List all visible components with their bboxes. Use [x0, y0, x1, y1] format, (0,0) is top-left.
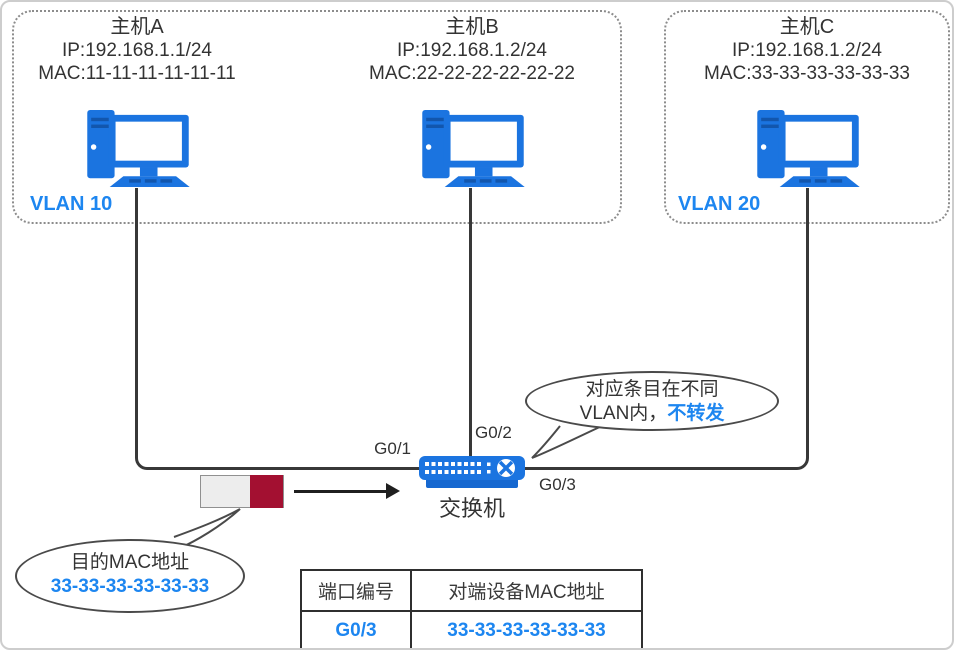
mac-table-cell-mac: 33-33-33-33-33-33	[410, 610, 643, 648]
vlan20-label: VLAN 20	[678, 193, 761, 215]
switch-icon	[419, 456, 525, 488]
hostA-mac: MAC:11-11-11-11-11-11	[38, 63, 236, 84]
hostB-name: 主机B	[445, 16, 499, 38]
switch-label: 交换机	[438, 496, 505, 521]
no-forward-highlight: 不转发	[667, 403, 725, 424]
port-label-g02: G0/2	[475, 423, 512, 442]
callout-dest-mac: 目的MAC地址 33-33-33-33-33-33	[15, 539, 245, 613]
hostC-ip: IP:192.168.1.2/24	[731, 40, 882, 61]
computer-icon	[757, 109, 860, 188]
link-hostA-switch	[135, 188, 422, 470]
frame-direction-arrow	[294, 490, 387, 493]
mac-table-cell-port: G0/3	[300, 610, 412, 648]
hostC-mac: MAC:33-33-33-33-33-33	[704, 63, 910, 84]
ethernet-frame	[200, 475, 284, 508]
callout-tail	[531, 424, 605, 459]
vlan10-label: VLAN 10	[30, 193, 113, 215]
frame-direction-arrowhead	[386, 483, 400, 499]
callout-no-forward-line1: 对应条目在不同	[585, 379, 719, 400]
mac-table-header-port: 端口编号	[300, 569, 412, 612]
hostA-ip: IP:192.168.1.1/24	[61, 40, 212, 61]
hostC-info: 主机C IP:192.168.1.2/24 MAC:33-33-33-33-33…	[667, 16, 947, 85]
hostA-info: 主机A IP:192.168.1.1/24 MAC:11-11-11-11-11…	[2, 16, 277, 85]
mac-table-header-mac: 对端设备MAC地址	[410, 569, 643, 612]
link-hostC-switch	[522, 188, 809, 470]
mac-table-row: G0/3 33-33-33-33-33-33	[300, 610, 643, 648]
port-label-g03: G0/3	[539, 475, 576, 494]
mac-address-table: 端口编号 对端设备MAC地址 G0/3 33-33-33-33-33-33	[300, 569, 643, 648]
hostA-name: 主机A	[110, 16, 164, 38]
computer-icon	[87, 109, 190, 188]
hostB-ip: IP:192.168.1.2/24	[396, 40, 547, 61]
callout-no-forward-line2: VLAN内，不转发	[579, 403, 725, 424]
mac-table-header-row: 端口编号 对端设备MAC地址	[300, 569, 643, 612]
computer-icon	[422, 109, 525, 188]
link-hostB-switch	[469, 188, 472, 458]
callout-dest-mac-value: 33-33-33-33-33-33	[50, 576, 210, 597]
callout-tail	[173, 508, 241, 550]
hostB-info: 主机B IP:192.168.1.2/24 MAC:22-22-22-22-22…	[332, 16, 612, 85]
port-label-g01: G0/1	[374, 439, 411, 458]
hostB-mac: MAC:22-22-22-22-22-22	[369, 63, 575, 84]
hostC-name: 主机C	[779, 16, 835, 38]
callout-dest-mac-title: 目的MAC地址	[70, 552, 190, 573]
vlan10-group-box	[12, 10, 622, 224]
callout-no-forward: 对应条目在不同 VLAN内，不转发	[525, 371, 779, 431]
frame-dest-mac-field	[250, 475, 283, 508]
